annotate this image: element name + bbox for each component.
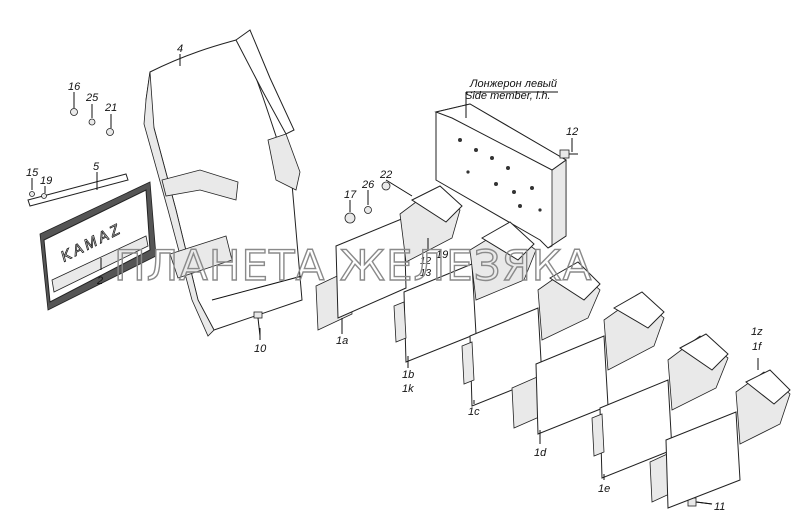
callout-25: 25: [85, 92, 99, 104]
side-member-label-ru: Лонжерон левый: [469, 78, 557, 90]
nut-icon: [29, 191, 35, 197]
watermark: ПЛАНЕТА ЖЕЛЕЗЯКА: [114, 241, 592, 290]
callout-labels: 4 16 25 21 5 15 19 2 10 17 26 22 12 12 1…: [26, 43, 763, 513]
bolt-12: [559, 149, 578, 159]
callout-19-mid: 19: [436, 249, 448, 261]
callout-1e: 1e: [598, 483, 610, 495]
washer-icon: [381, 181, 391, 191]
bracket-1a: [315, 185, 463, 331]
mudflap: [27, 173, 157, 311]
bolt-10: [253, 311, 263, 337]
washer-icon: [41, 193, 47, 199]
nut-icon: [70, 108, 78, 116]
bracket-1d: [511, 291, 665, 435]
callout-1f: 1f: [752, 341, 762, 353]
callout-26: 26: [361, 179, 375, 191]
side-member: [434, 103, 567, 249]
callout-19: 19: [40, 175, 52, 187]
bracket-1b: [393, 221, 537, 363]
washer-icon: [106, 128, 114, 136]
nut-icon: [344, 212, 356, 224]
callout-12-top: 12: [566, 126, 578, 138]
callout-1b: 1b: [402, 369, 414, 381]
callout-17: 17: [344, 189, 357, 201]
bracket-1f: [649, 369, 791, 509]
washer-icon: [364, 206, 372, 214]
fender: [143, 29, 303, 337]
callout-10: 10: [254, 343, 267, 355]
callout-1d: 1d: [534, 447, 547, 459]
side-member-label-en: Side member, l.h.: [465, 90, 551, 102]
callout-11: 11: [714, 501, 725, 513]
callout-4: 4: [177, 43, 183, 55]
callout-12-mid: 12: [420, 256, 432, 267]
callout-16: 16: [68, 81, 81, 93]
callout-1c: 1c: [468, 406, 480, 418]
callout-21: 21: [104, 102, 117, 114]
callout-2: 2: [96, 275, 103, 287]
washer-icon: [88, 118, 96, 126]
callout-5: 5: [93, 161, 100, 173]
callout-15: 15: [26, 167, 39, 179]
callout-1k: 1k: [402, 383, 414, 395]
callout-1z: 1z: [751, 326, 763, 338]
bracket-1e: [591, 333, 729, 479]
callout-22: 22: [379, 169, 392, 181]
bracket-1c: [461, 261, 601, 407]
callout-1a: 1a: [336, 335, 348, 347]
leader-lines: [31, 54, 759, 505]
callout-13: 13: [420, 268, 432, 279]
